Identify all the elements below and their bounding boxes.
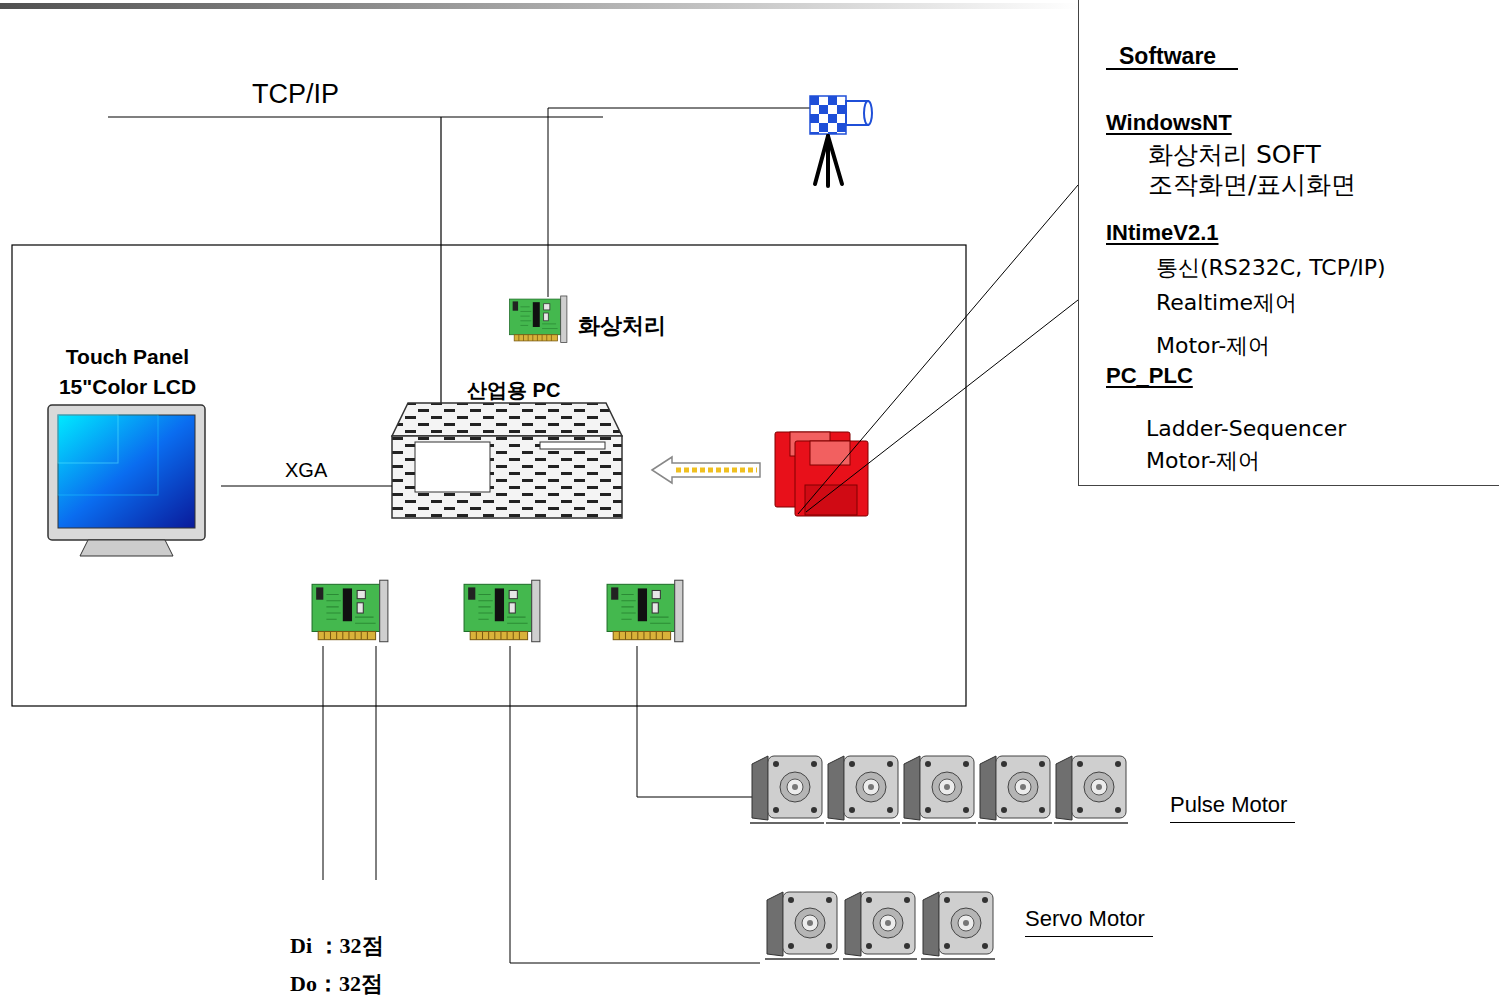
- device-label: Touch Panel 15"Color LCD: [40, 342, 215, 402]
- software-item: Software: [1106, 44, 1238, 70]
- touch-monitor: [58, 415, 118, 463]
- network-label: TCP/IP: [252, 78, 339, 110]
- touch-monitor: [58, 415, 158, 495]
- touch-monitor: [80, 540, 173, 556]
- industrial-pc: [392, 436, 622, 518]
- software-item: Ladder-Sequencer: [1146, 416, 1346, 442]
- camera: [810, 96, 846, 134]
- io-wire: [376, 646, 377, 880]
- industrial-pc: [392, 403, 622, 436]
- load-arrow: [652, 457, 760, 483]
- camera: [810, 96, 872, 186]
- io-wire: [510, 646, 760, 963]
- servo-motors: [765, 892, 995, 959]
- image-board: [510, 296, 567, 343]
- industrial-pc: [392, 403, 622, 518]
- monitor-node: Touch Panel 15"Color LCD: [40, 342, 221, 558]
- pulse-motors: [750, 756, 1128, 823]
- pulse-motors: [750, 756, 824, 823]
- callout-line: [798, 185, 1078, 514]
- servo-motor-group: Servo Motor: [755, 873, 1195, 968]
- io-count: Di ：32점: [290, 932, 384, 960]
- io-count: Do：32점: [290, 970, 383, 998]
- software-item: PC_PLC: [1106, 363, 1193, 389]
- servo-motors: [921, 892, 995, 959]
- io-wire: [323, 646, 760, 963]
- software-item: INtimeV2.1: [1106, 220, 1219, 246]
- pulse-motors: [826, 756, 900, 823]
- connector-label: XGA: [282, 458, 330, 482]
- board-label: 화상처리: [578, 312, 666, 338]
- pulse-motor-group: Pulse Motor: [748, 748, 1318, 833]
- camera: [864, 101, 872, 125]
- industrial-pc: [415, 442, 490, 492]
- pulse-motors: [978, 756, 1052, 823]
- software-item: WindowsNT: [1106, 110, 1232, 136]
- camera-wire: [548, 108, 812, 297]
- motor-label: Servo Motor: [1025, 906, 1153, 937]
- floppy-disks: [805, 485, 857, 515]
- floppy-disks: [810, 441, 850, 465]
- callout-line: [798, 185, 1078, 514]
- servo-board: [464, 580, 540, 642]
- motor-label: Pulse Motor: [1170, 792, 1295, 823]
- servo-motors: [843, 892, 917, 959]
- software-item: 화상처리 SOFT: [1148, 141, 1321, 169]
- system-enclosure: [12, 245, 966, 706]
- camera: [815, 136, 842, 186]
- video-cable: [221, 486, 392, 487]
- io-wire: [637, 646, 752, 797]
- load-arrow: [676, 468, 757, 473]
- industrial-pc: [540, 442, 605, 449]
- io-wire: [323, 646, 324, 880]
- touch-monitor: [48, 405, 205, 540]
- camera: [828, 136, 842, 184]
- software-item: 통신(RS232C, TCP/IP): [1156, 255, 1386, 281]
- load-arrow: [652, 457, 760, 483]
- servo-motors: [765, 892, 839, 959]
- software-item: Realtime제어: [1156, 290, 1297, 316]
- camera-wire: [548, 108, 812, 297]
- callout-line: [806, 300, 1078, 512]
- software-box: SoftwareWindowsNT 화상처리 SOFT조작화면/표시화면 INtim…: [1078, 0, 1499, 486]
- pulse-motors: [902, 756, 976, 823]
- software-item: Motor-제어: [1146, 448, 1260, 474]
- device-label: 산업용 PC: [467, 378, 560, 402]
- dio-board: [312, 580, 388, 642]
- network-bus: [440, 117, 441, 403]
- image-board-node: 화상처리: [505, 290, 720, 350]
- software-item: Motor-제어: [1156, 333, 1270, 359]
- touch-monitor: [48, 405, 205, 556]
- software-item: 조작화면/표시화면: [1148, 171, 1356, 199]
- pulse-board: [607, 580, 683, 642]
- header-bar: [0, 3, 1080, 9]
- pc-node: 산업용 PC: [392, 375, 624, 520]
- pulse-motors: [1054, 756, 1128, 823]
- touch-monitor: [58, 415, 195, 528]
- network-bus: [108, 116, 603, 117]
